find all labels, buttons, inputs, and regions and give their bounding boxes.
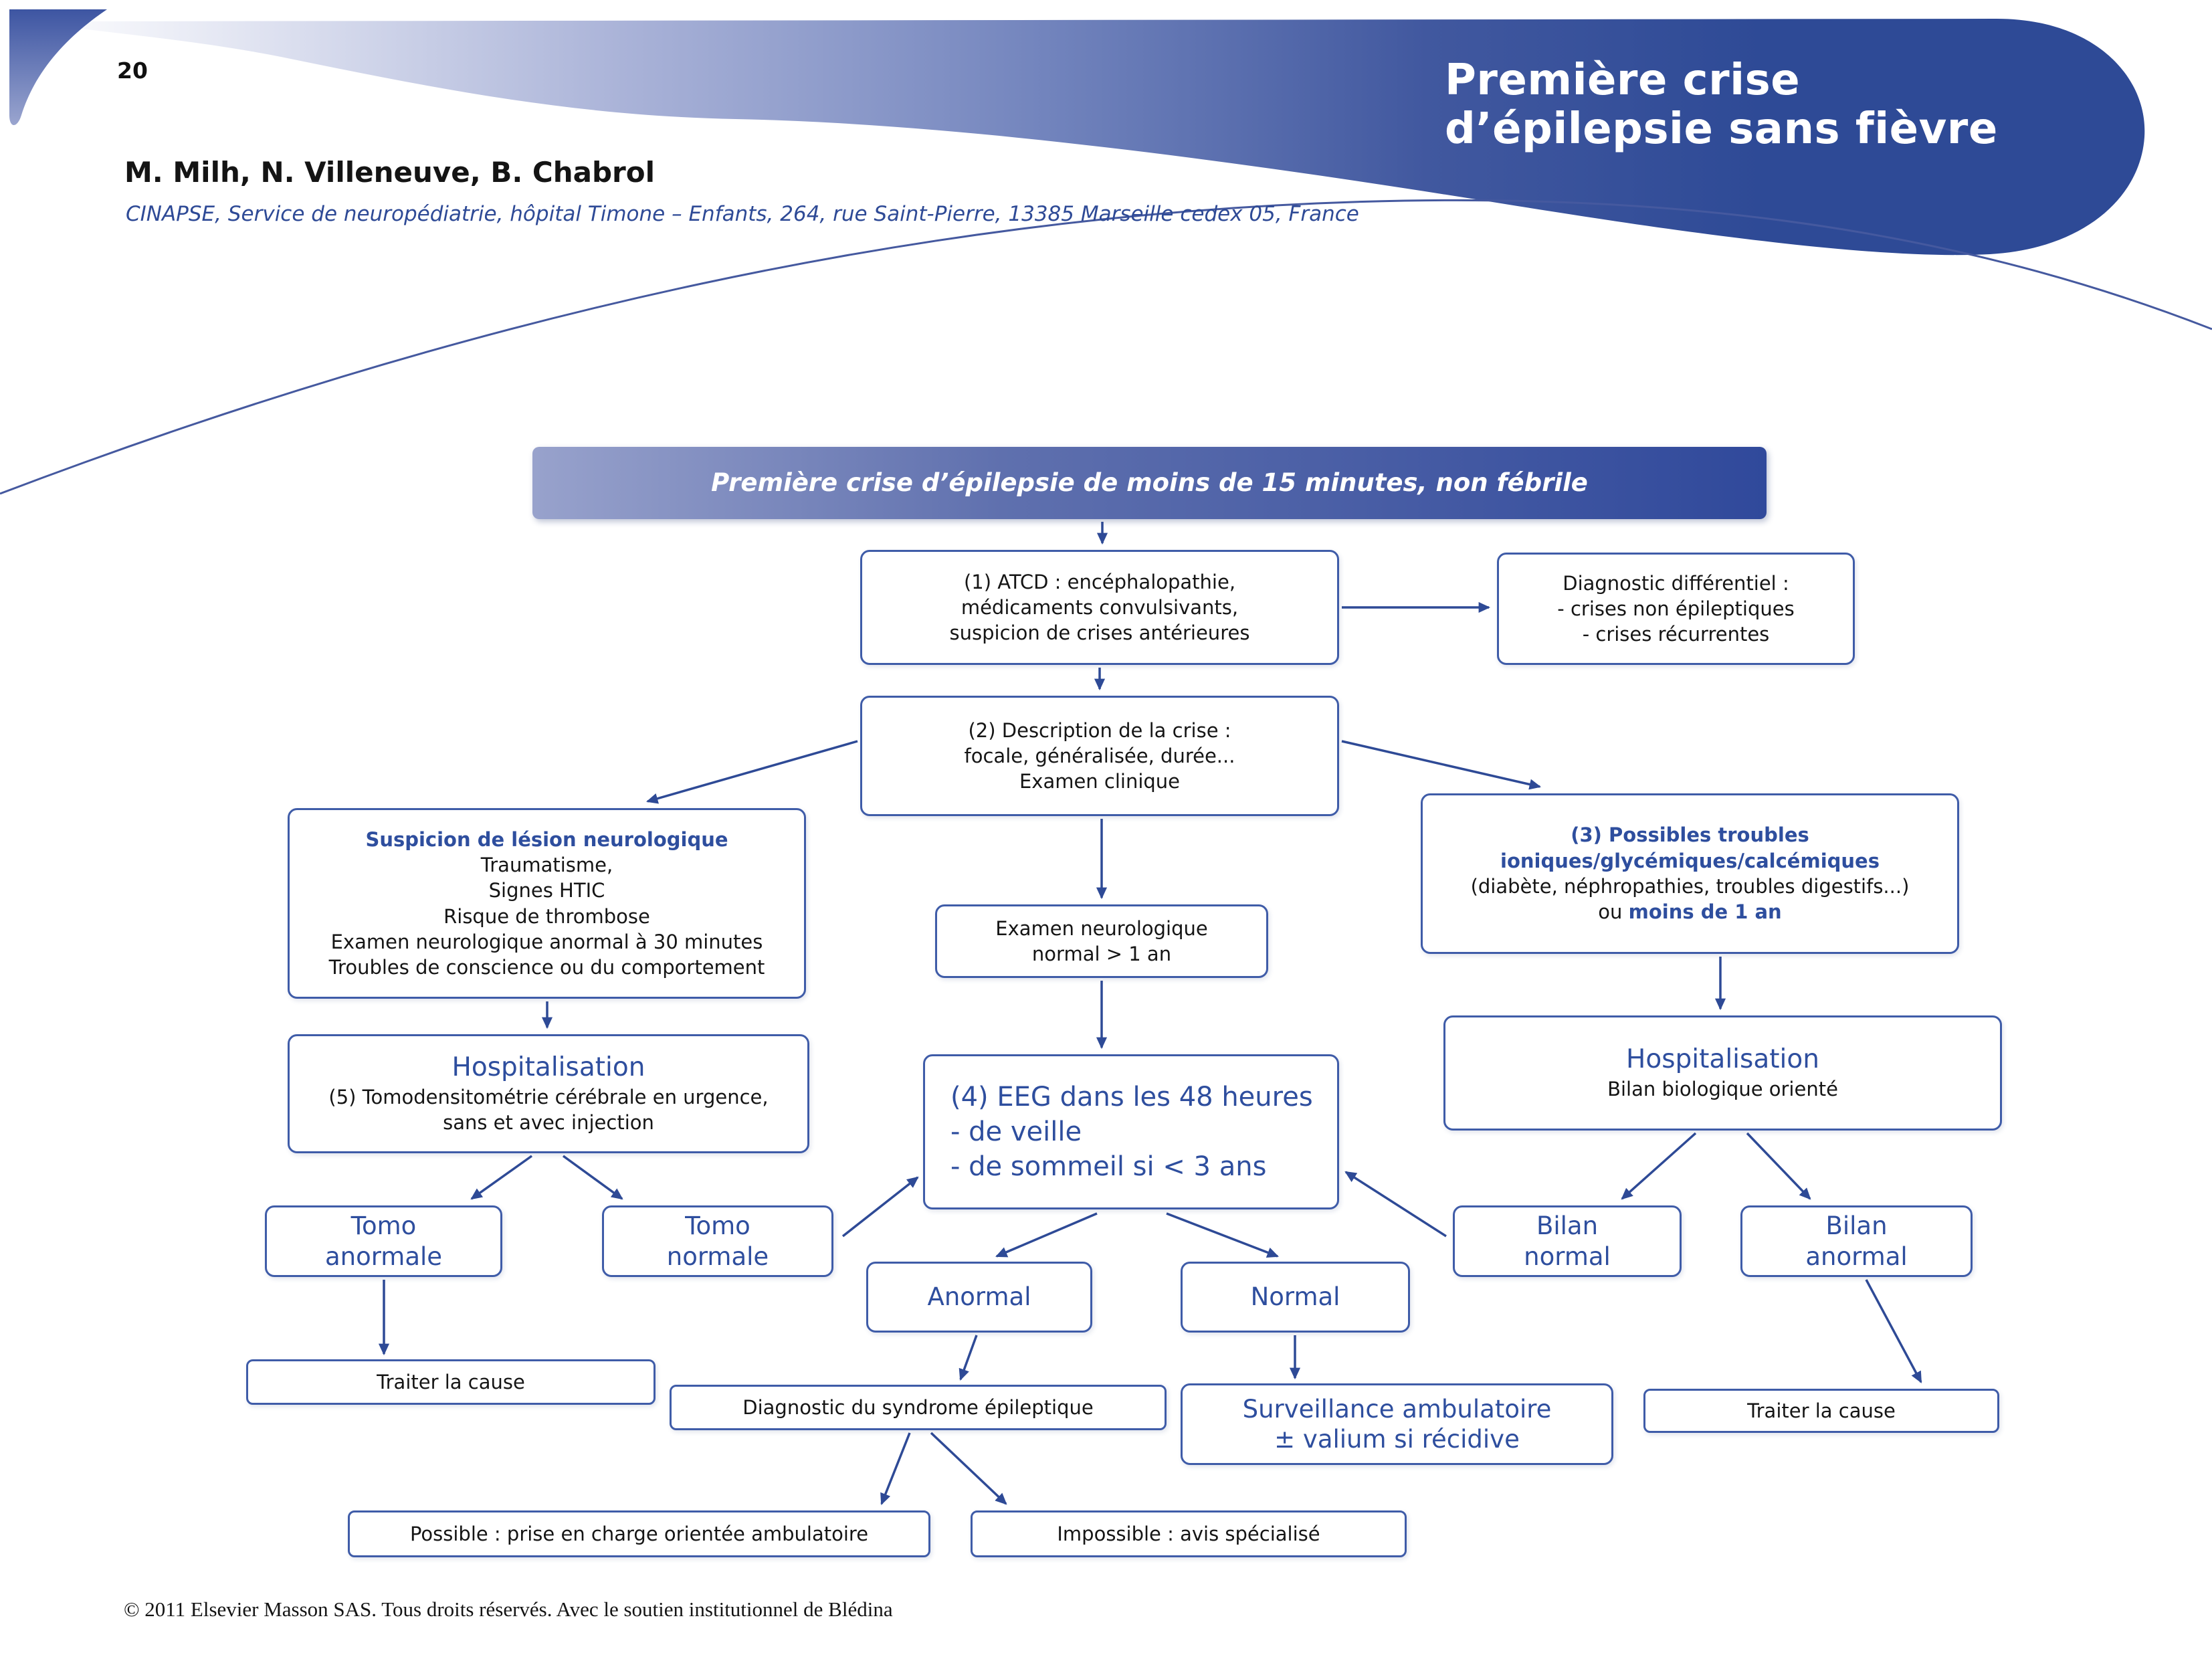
copyright-notice: © 2011 Elsevier Masson SAS. Tous droits …: [124, 1597, 893, 1621]
node-traiter-la-cause-left: Traiter la cause: [246, 1359, 656, 1405]
node-troubles-ou: ou: [1598, 900, 1623, 924]
node-eeg-normal-label: Normal: [1250, 1282, 1340, 1312]
arrow-tomonormale-eeg: [841, 1176, 919, 1238]
node-surveillance-ambulatoire: Surveillance ambulatoire± valium si réci…: [1181, 1383, 1613, 1465]
node-suspicion-lesion: Suspicion de lésion neurologique Traumat…: [288, 808, 806, 999]
node-hospleft-text: (5) Tomodensitométrie cérébrale en urgen…: [328, 1086, 769, 1135]
arrow-anormal-diagsyndrome: [959, 1335, 978, 1381]
node-impossible-avis-specialise: Impossible : avis spécialisé: [971, 1510, 1407, 1557]
node-eeg-anormal: Anormal: [866, 1262, 1092, 1333]
arrow-diagsyndrome-impossible: [930, 1432, 1007, 1505]
banner-text: Première crise d’épilepsie de moins de 1…: [711, 468, 1588, 497]
authors: M. Milh, N. Villeneuve, B. Chabrol: [124, 156, 656, 189]
node-eeg-anormal-label: Anormal: [927, 1282, 1031, 1312]
node-diag-syndrome-label: Diagnostic du syndrome épileptique: [742, 1395, 1094, 1419]
node-diagnostic-syndrome-epileptique: Diagnostic du syndrome épileptique: [670, 1385, 1167, 1430]
arrow-hospright-bilannormal: [1621, 1132, 1697, 1200]
header-corner-wedge: [9, 9, 107, 125]
node-traiter-la-cause-right: Traiter la cause: [1643, 1389, 1999, 1433]
arrow-hospleft-tomoanormale: [470, 1155, 533, 1200]
node-description-crise: (2) Description de la crise :focale, gén…: [860, 696, 1339, 816]
node-banner-title: Première crise d’épilepsie de moins de 1…: [532, 447, 1767, 519]
node-eeg-text: (4) EEG dans les 48 heures- de veille- d…: [950, 1082, 1313, 1182]
node-hospitalisation-bilan: Hospitalisation Bilan biologique orienté: [1443, 1015, 2002, 1131]
node-hospright-title: Hospitalisation: [1626, 1044, 1819, 1075]
arrow-hospleft-tomonormale: [562, 1155, 623, 1200]
page-number: 20: [117, 58, 148, 84]
node-diagnostic-differentiel-text: Diagnostic différentiel :- crises non ép…: [1557, 571, 1795, 646]
node-troubles-body: (diabète, néphropathies, troubles digest…: [1470, 875, 1910, 898]
affiliation: CINAPSE, Service de neuropédiatrie, hôpi…: [126, 202, 1359, 226]
arrow-eeg-normal: [1166, 1212, 1279, 1258]
node-traiter-right-label: Traiter la cause: [1747, 1399, 1896, 1422]
node-troubles-highlight: moins de 1 an: [1628, 900, 1782, 924]
node-atcd: (1) ATCD : encéphalopathie,médicaments c…: [860, 550, 1339, 665]
node-description-crise-text: (2) Description de la crise :focale, gén…: [964, 718, 1235, 793]
arrow-bilananormal-traiterright: [1865, 1279, 1922, 1383]
arrow-eeg-anormal: [995, 1212, 1098, 1258]
node-troubles-age-line: ou moins de 1 an: [1598, 899, 1781, 924]
arrow-description-troubles: [1341, 740, 1542, 790]
arrow-diagsyndrome-possible: [880, 1432, 911, 1505]
node-impossible-label: Impossible : avis spécialisé: [1057, 1522, 1320, 1545]
node-hospleft-title: Hospitalisation: [451, 1052, 645, 1083]
node-surveillance-text: Surveillance ambulatoire± valium si réci…: [1242, 1394, 1552, 1454]
node-hospitalisation-tomodensitometrie: Hospitalisation (5) Tomodensitométrie cé…: [288, 1034, 809, 1153]
arrow-hospright-bilananormal: [1746, 1132, 1811, 1200]
node-diagnostic-differentiel: Diagnostic différentiel :- crises non ép…: [1497, 553, 1855, 665]
node-eeg-normal: Normal: [1181, 1262, 1410, 1333]
arrow-description-suspicion: [645, 740, 858, 804]
arrow-bilannormal-eeg: [1344, 1171, 1447, 1238]
node-suspicion-title: Suspicion de lésion neurologique: [365, 827, 728, 851]
node-possible-label: Possible : prise en charge orientée ambu…: [409, 1522, 869, 1545]
node-traiter-left-label: Traiter la cause: [377, 1370, 525, 1393]
node-atcd-text: (1) ATCD : encéphalopathie,médicaments c…: [949, 570, 1250, 645]
node-hospright-text: Bilan biologique orienté: [1607, 1078, 1838, 1101]
node-possible-prise-en-charge: Possible : prise en charge orientée ambu…: [348, 1510, 930, 1557]
node-eeg-48-heures: (4) EEG dans les 48 heures- de veille- d…: [923, 1054, 1339, 1209]
